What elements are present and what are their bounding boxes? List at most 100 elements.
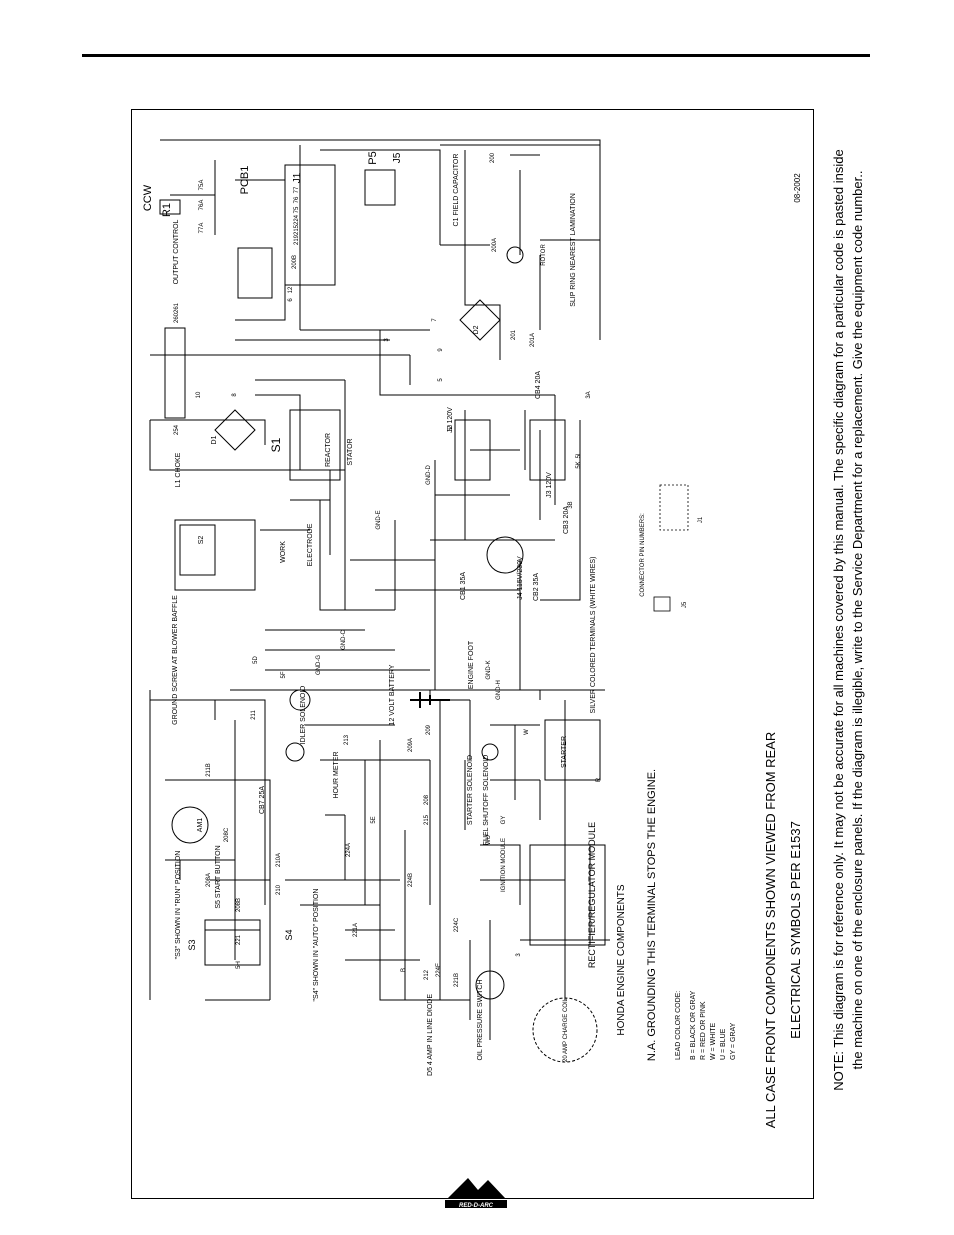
wire-label: 9 (438, 348, 444, 352)
wire-label: 224 (294, 214, 300, 225)
reactor-label: REACTOR (325, 433, 332, 467)
note-line-2: the machine on one of the enclosure pane… (850, 171, 865, 1070)
oil-switch-icon (475, 970, 505, 1000)
s3-label: S3 (187, 939, 197, 950)
pcb1-label: PCB1 (239, 166, 251, 195)
cb3-label: CB3 20A (563, 506, 570, 534)
na-note: N.A. GROUNDING THIS TERMINAL STOPS THE E… (646, 769, 658, 1061)
cb7-label: CB7 25A (259, 786, 266, 814)
choke-label: L1 CHOKE (175, 452, 182, 487)
note-line-1: NOTE: This diagram is for reference only… (831, 149, 846, 1091)
output-control-label: OUTPUT CONTROL (173, 219, 180, 284)
wire-label: 209A (408, 738, 414, 752)
wire-label: 77A (199, 223, 205, 234)
wire-label: 261 (174, 302, 180, 313)
wire-label: 208C (224, 827, 230, 842)
wire-label: 3A (586, 391, 592, 398)
j5-label: J5 (392, 152, 403, 163)
wire-label: 224B (408, 873, 414, 887)
cb4-label: CB4 20A (535, 371, 542, 399)
wire-label: 75A (199, 180, 205, 191)
fuel-solenoid-label: FUEL SHUTOFF SOLENOID (483, 755, 490, 846)
connector-pins-title: CONNECTOR PIN NUMBERS: (640, 513, 646, 597)
d1-bridge-icon (214, 409, 256, 451)
wire-label: 5E (371, 816, 377, 823)
hour-meter-label: HOUR METER (333, 751, 340, 798)
d2-label: D2 (473, 325, 480, 334)
wire-label: GND-H (496, 680, 502, 700)
wire-label: 8 (232, 393, 238, 397)
wire-label: 77 (294, 186, 300, 193)
wire-label: 76 (294, 196, 300, 203)
r1-label: R1 (161, 203, 173, 217)
lead-code-item: B = BLACK OR GRAY (690, 990, 697, 1060)
oil-switch-label: OIL PRESSURE SWITCH (477, 979, 484, 1060)
work-label: WORK (280, 541, 287, 563)
wire-label: 200 (490, 152, 496, 163)
choke-coil-icon (164, 327, 186, 419)
r1-resistor-icon (159, 199, 181, 215)
wire-label: 3 (516, 953, 522, 957)
wire-label: 224C (454, 917, 460, 932)
d5-label: D5 4 AMP IN LINE DIODE (427, 994, 434, 1076)
s2-switch-icon (179, 524, 216, 576)
wire-label: B (401, 968, 407, 972)
wire-label: 215 (294, 224, 300, 235)
starter-solenoid-label: STARTER SOLENOID (467, 755, 474, 825)
wire-label: 6 (288, 298, 294, 302)
connector-pin-boxes (653, 484, 689, 612)
s5-label: S5 START BUTTON (215, 845, 222, 908)
wire-label: 210A (276, 853, 282, 867)
wire-label: GY (501, 816, 507, 825)
wire-label: 208B (236, 898, 242, 912)
wire-label: 200B (292, 255, 298, 269)
cb1-label: CB1 35A (460, 572, 467, 600)
ignition-label: IGNITION MODULE (501, 838, 507, 892)
connector-j1-label: J1 (698, 516, 704, 523)
wire-label: 75 (294, 206, 300, 213)
rectifier-label: RECTIFIER/REGULATOR MODULE (587, 822, 597, 968)
wire-label: 76A (199, 200, 205, 211)
lead-code-item: R = RED OR PINK (700, 1001, 707, 1060)
wire-label: 201A (530, 333, 536, 347)
wire-label: WU (486, 835, 492, 845)
wire-label: 211B (206, 763, 212, 777)
ground-screw-label: GROUND SCREW AT BLOWER BAFFLE (172, 595, 179, 725)
ccw-label: CCW (142, 184, 154, 211)
d2-bridge-icon (459, 299, 501, 341)
j4-label: J4 115V/230V (517, 556, 524, 600)
pcb1-connector-icon (284, 164, 336, 286)
j2-label: J2 120V (447, 407, 454, 433)
idler-solenoid-icon (289, 689, 311, 711)
wire-label: 254 (174, 424, 180, 435)
wire-label: 5H (236, 961, 242, 969)
c1-label: C1 FIELD CAPACITOR (453, 154, 460, 227)
wire-label: GND-K (486, 660, 492, 679)
wire-label: 209 (426, 724, 432, 735)
lead-code-item: W = WHITE (710, 1023, 717, 1060)
wire-label: 3 (384, 338, 390, 342)
s1-label: S1 (269, 437, 283, 452)
wire-label: GND-D (426, 465, 432, 485)
wire-label: 211 (251, 710, 257, 720)
wire-label: 5 (438, 378, 444, 382)
diagram-frame (131, 109, 814, 1199)
wire-label: 221B (454, 973, 460, 987)
stator-label: STATOR (347, 438, 354, 465)
engine-foot-label: ENGINE FOOT (468, 640, 475, 689)
j4-receptacle-icon (486, 536, 524, 574)
wire-label: 5D (253, 655, 259, 663)
component-symbols (159, 154, 598, 1063)
rotor-icon (506, 246, 524, 264)
wire-label: 219 (294, 234, 300, 245)
s2-label: S2 (198, 536, 205, 545)
wire-label: 5L (576, 451, 582, 458)
lead-code-title: LEAD COLOR CODE: (675, 991, 682, 1060)
s4-note: "S4" SHOWN IN "AUTO" POSITION (313, 889, 320, 1002)
wire-label: 221A (353, 923, 359, 937)
p5-label: P5 (367, 151, 379, 164)
j1-pin-box (659, 484, 689, 531)
idler-label: IDLER SOLENOID (300, 686, 307, 745)
connector-j5-label: J5 (682, 601, 688, 608)
